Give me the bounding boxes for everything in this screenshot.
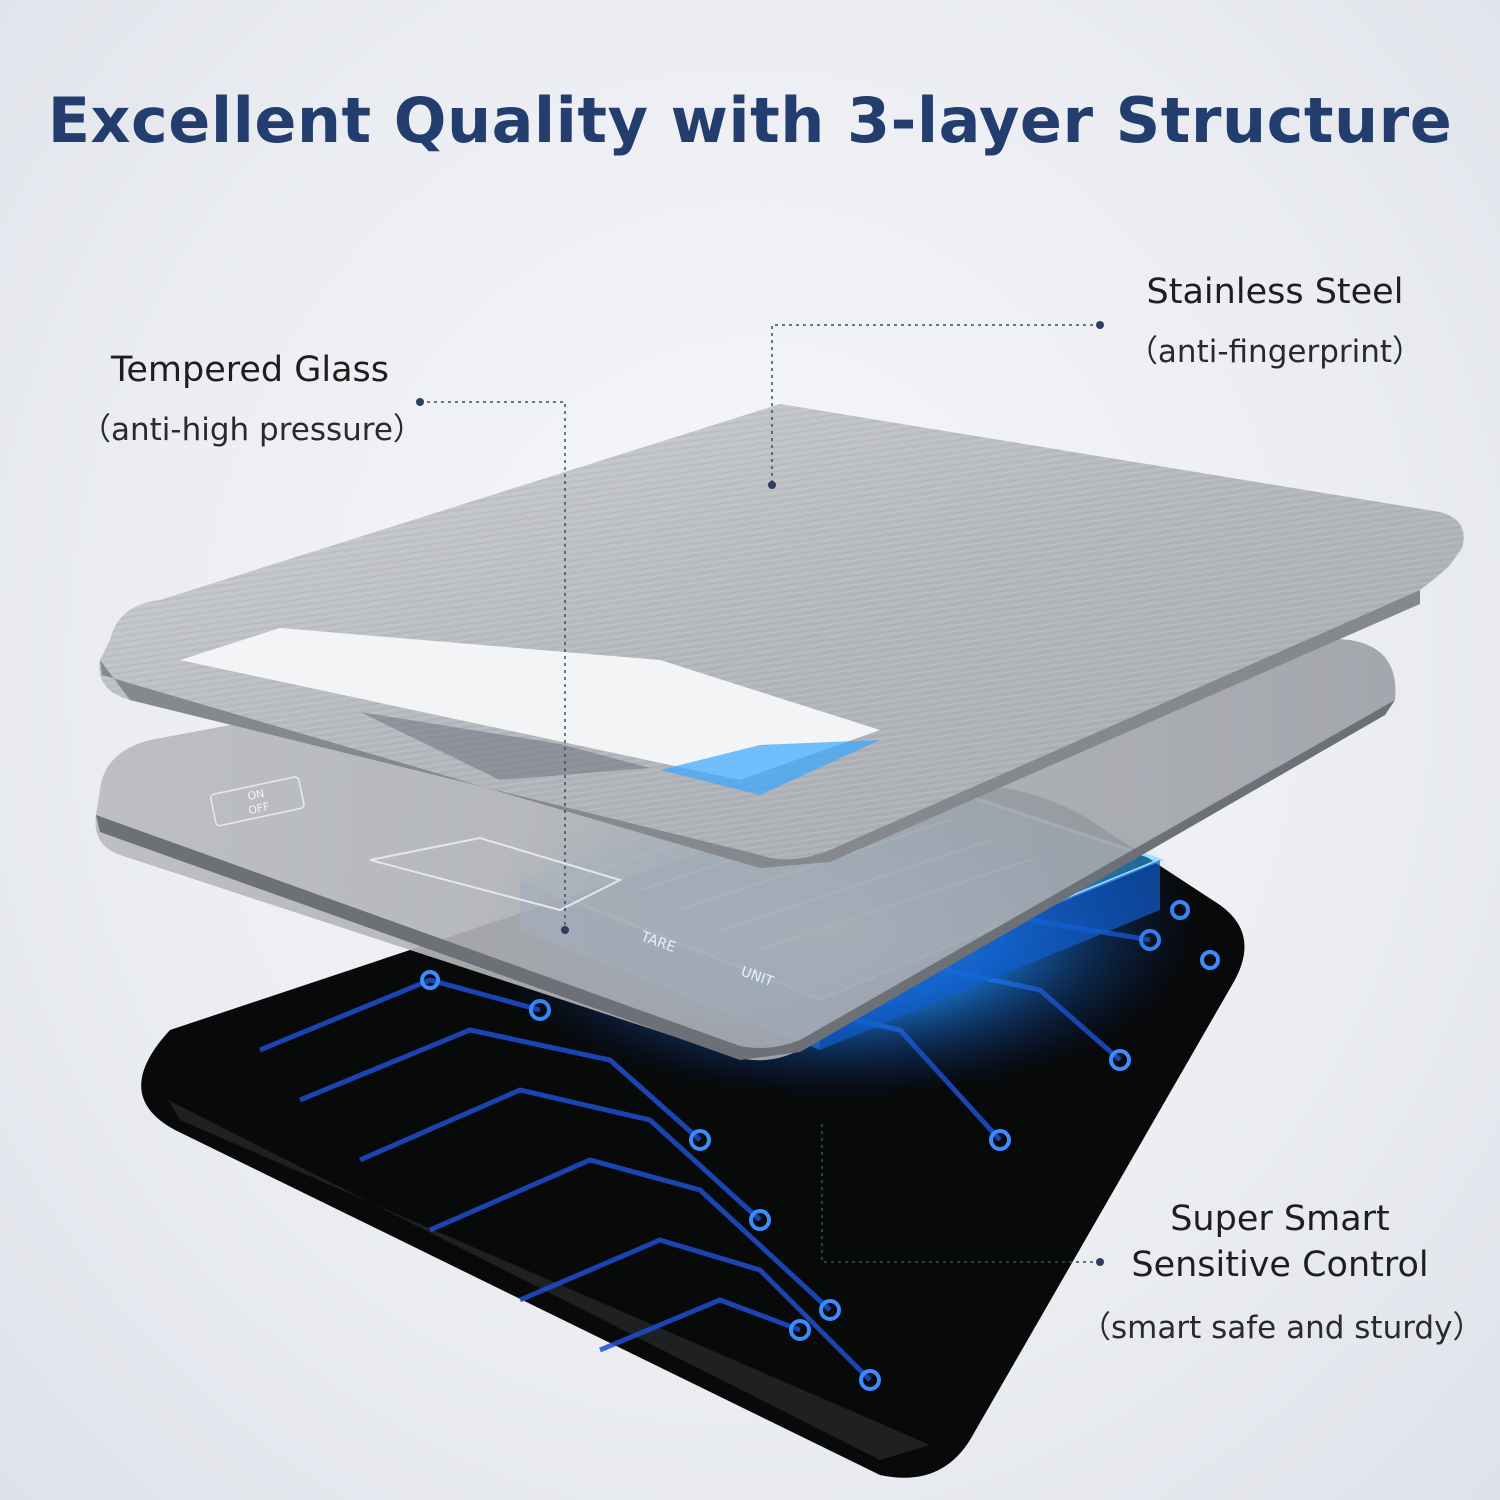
tempered-glass-label: Tempered Glass （anti-high pressure） <box>80 350 424 449</box>
smart-control-note: （smart safe and sturdy） <box>1080 1310 1484 1346</box>
smart-control-name-line2: Sensitive Control <box>1131 1245 1429 1285</box>
tempered-glass-name: Tempered Glass <box>110 350 390 390</box>
stainless-steel-layer <box>99 404 1464 868</box>
page-title: Excellent Quality with 3-layer Structure <box>47 84 1453 157</box>
stainless-steel-label: Stainless Steel （anti-fingerprint） <box>1110 272 1440 371</box>
power-button[interactable]: ON OFF <box>209 776 305 827</box>
power-on-label: ON <box>246 787 265 803</box>
smart-control-name-line1: Super Smart <box>1170 1199 1390 1239</box>
stainless-steel-note: （anti-fingerprint） <box>1126 334 1424 370</box>
smart-control-label: Super Smart Sensitive Control （smart saf… <box>1080 1196 1484 1347</box>
power-off-label: OFF <box>247 800 271 817</box>
stainless-steel-name: Stainless Steel <box>1146 272 1404 312</box>
tempered-glass-note: （anti-high pressure） <box>80 412 424 448</box>
leader-dots <box>416 321 1104 1266</box>
leader-lines <box>420 324 1100 1263</box>
